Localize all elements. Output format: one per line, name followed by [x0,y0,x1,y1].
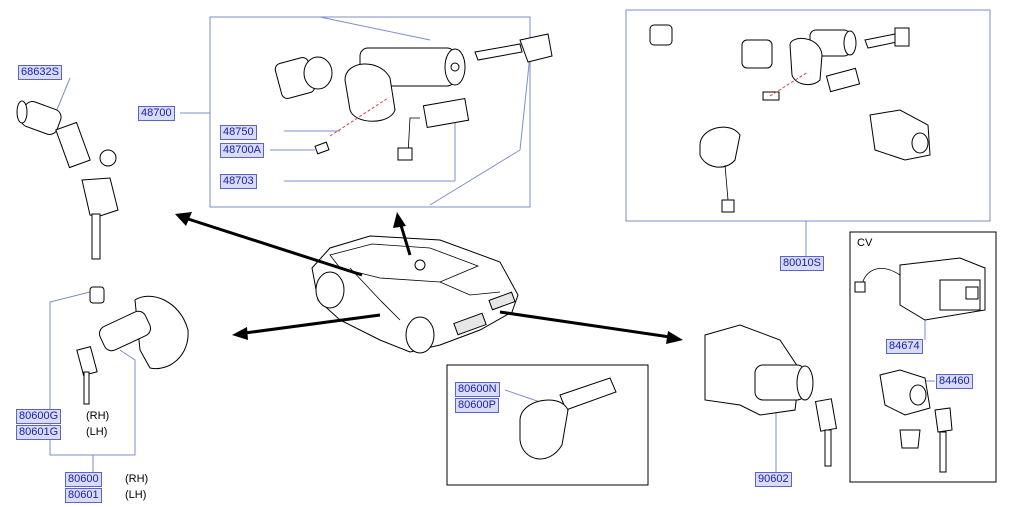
part-trunk-lock [704,324,838,467]
label-80600P[interactable]: 80600P [455,398,499,413]
cv-box-title: CV [857,237,873,249]
label-80010S[interactable]: 80010S [780,256,824,271]
label-80600G[interactable]: 80600G [16,409,62,424]
frame-ignition-set [209,16,531,208]
label-48703[interactable]: 48703 [220,174,257,189]
vehicle-illustration [311,235,519,354]
part-lock-set [649,24,931,213]
label-80600N[interactable]: 80600N [455,382,500,397]
label-80601G[interactable]: 80601G [16,425,62,440]
frame-lock-set [625,9,991,222]
label-48700A[interactable]: 48700A [220,143,264,158]
label-84460[interactable]: 84460 [936,374,973,389]
part-blank-key [519,377,617,460]
label-80601[interactable]: 80601 [65,488,102,503]
part-door-lock-keys [16,100,119,260]
label-48700[interactable]: 48700 [138,106,175,121]
label-68632S[interactable]: 68632S [18,65,62,80]
side-rh-80600G: (RH) [86,410,110,422]
label-84674[interactable]: 84674 [886,339,923,354]
side-rh-80600: (RH) [125,473,149,485]
label-80600[interactable]: 80600 [65,472,102,487]
frame-blank-key [446,364,649,486]
part-door-cylinder [76,286,189,405]
frame-cv [849,231,997,483]
side-lh-80601G: (LH) [86,426,108,438]
arrows [175,212,683,344]
side-lh-80601: (LH) [125,489,147,501]
part-cv-components [854,257,986,473]
label-90602[interactable]: 90602 [755,472,792,487]
label-48750[interactable]: 48750 [220,125,257,140]
part-ignition-set [274,33,553,161]
